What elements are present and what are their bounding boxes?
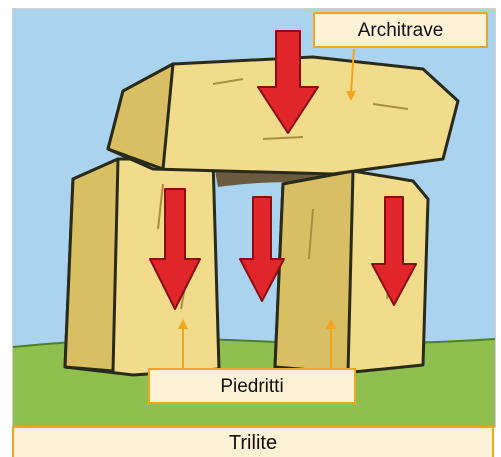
architrave-label: Architrave [313, 12, 488, 48]
trilithon-drawing [13, 9, 495, 427]
trilite-caption: Trilite [12, 426, 494, 457]
trilithon-illustration [12, 8, 496, 428]
piedritti-label: Piedritti [148, 368, 356, 404]
